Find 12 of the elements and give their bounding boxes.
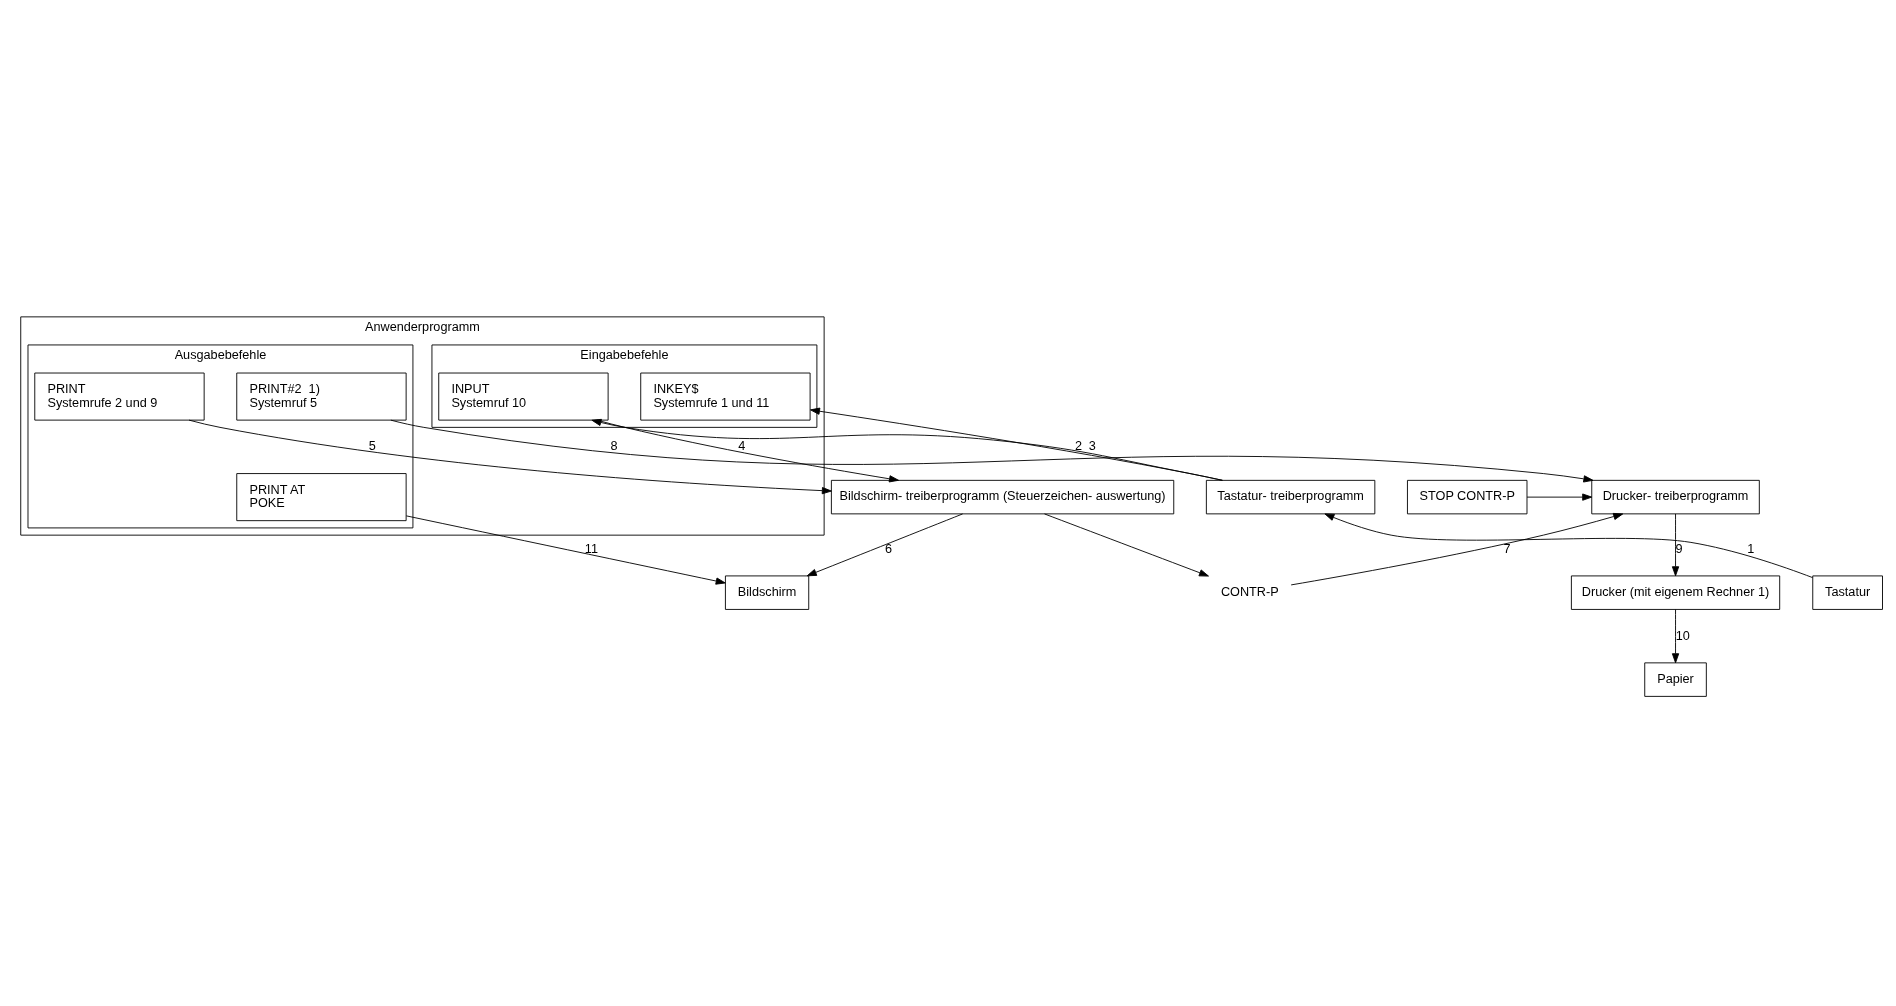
edge-label: 11: [584, 541, 598, 556]
edge-label: 4: [738, 439, 746, 454]
edge-label: 3: [1088, 439, 1096, 454]
edge-label: 7: [1503, 541, 1511, 556]
edge-label: 9: [1675, 541, 1683, 556]
edge-label: 5: [368, 439, 376, 454]
edge-label: 8: [610, 439, 618, 454]
edge-label: 1: [1747, 541, 1755, 556]
edge-label: 6: [884, 541, 892, 556]
edge-label: 2: [1075, 439, 1083, 454]
edge-label: 10: [1675, 628, 1690, 643]
node-text: CONTR-P: [1220, 585, 1279, 600]
